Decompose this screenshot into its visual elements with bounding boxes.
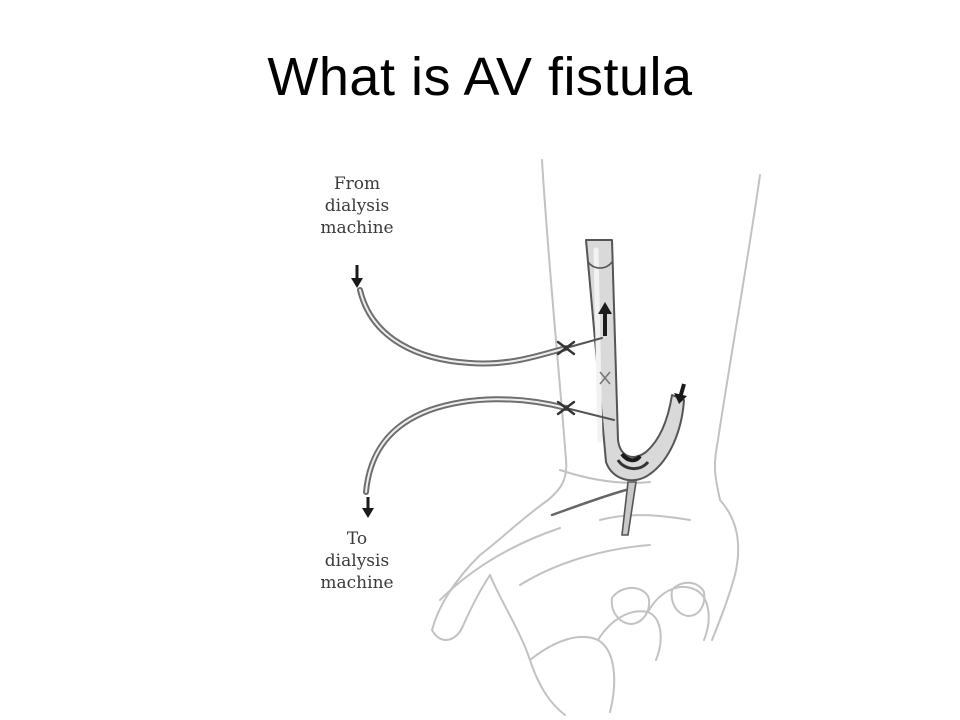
artery	[621, 481, 637, 536]
to-label-line3: machine	[320, 573, 394, 593]
vein-valve-mid	[599, 371, 611, 385]
needle-hub-upper	[556, 340, 576, 356]
arrow-curve-anastomosis	[620, 452, 642, 463]
vein-artery-vessels	[585, 239, 685, 536]
anastomosis	[616, 459, 650, 470]
to-label-line1: To	[346, 529, 368, 549]
dialysis-tubes	[357, 287, 628, 517]
needle-upper	[565, 337, 603, 349]
artery-needle	[550, 488, 628, 517]
tube-from-machine-inner	[359, 289, 567, 365]
slide-title: What is AV fistula	[267, 47, 693, 107]
flow-arrows	[351, 265, 687, 518]
needle-hub-lower	[556, 400, 576, 416]
arm-hand-outline	[431, 159, 761, 716]
tube-to-machine	[363, 396, 569, 495]
from-label-line3: machine	[320, 218, 394, 238]
vein-valve-top	[587, 261, 613, 269]
from-label-line2: dialysis	[324, 196, 390, 216]
tube-to-machine-inner	[365, 398, 567, 493]
from-dialysis-machine-label: From dialysis machine	[292, 173, 422, 239]
needle-lower	[565, 407, 615, 421]
vein-inner-highlight	[593, 247, 603, 443]
tube-from-machine	[357, 287, 569, 367]
from-label-line1: From	[333, 174, 381, 194]
to-label-line2: dialysis	[324, 551, 390, 571]
to-dialysis-machine-label: To dialysis machine	[292, 528, 422, 594]
